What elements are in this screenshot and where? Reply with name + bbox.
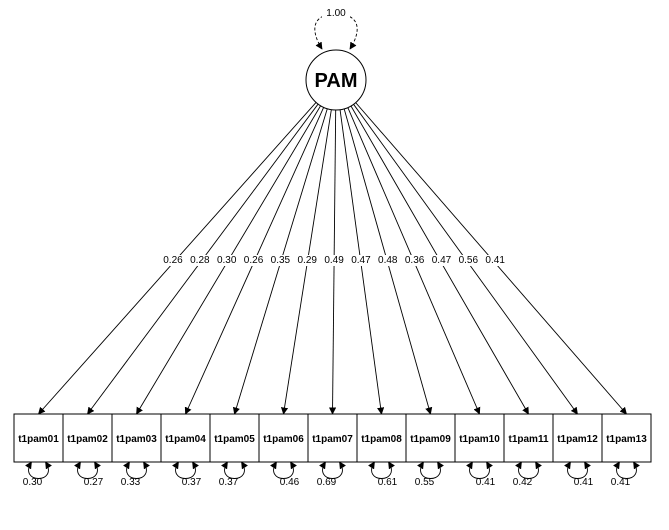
loading-label-bg	[242, 255, 265, 266]
residual-variance-loop	[563, 461, 592, 479]
residual-variance-label: 0.41	[476, 477, 496, 488]
indicator-label: t1pam07	[312, 434, 353, 445]
residual-variance-label: 0.30	[23, 477, 43, 488]
loading-label-bg	[349, 255, 372, 266]
residual-variance-loop	[220, 461, 249, 479]
loading-label: 0.47	[432, 255, 452, 266]
residual-variance-label: 0.46	[280, 477, 300, 488]
loading-label-bg	[296, 255, 319, 266]
loading-label: 0.48	[378, 255, 398, 266]
loading-label: 0.26	[163, 255, 183, 266]
indicator-label: t1pam06	[263, 434, 304, 445]
residual-variance-loop	[73, 461, 102, 479]
loading-label-bg	[403, 255, 426, 266]
indicator-label: t1pam01	[18, 434, 59, 445]
residual-variance-loop	[318, 461, 347, 479]
residual-variance-loop	[269, 461, 298, 479]
latent-variance-label: 1.00	[326, 8, 346, 19]
residual-variance-loop	[416, 461, 445, 479]
residual-variance-label: 0.37	[219, 477, 239, 488]
indicator-box	[356, 413, 407, 463]
indicator-label: t1pam13	[606, 434, 647, 445]
residual-variance-loop	[122, 461, 151, 479]
loading-label: 0.30	[217, 255, 237, 266]
loading-label-bg	[188, 255, 211, 266]
loading-label: 0.28	[190, 255, 210, 266]
residual-variance-label: 0.61	[378, 477, 398, 488]
indicator-box	[111, 413, 162, 463]
indicator-label: t1pam04	[165, 434, 206, 445]
residual-variance-label: 0.55	[415, 477, 435, 488]
indicator-box	[503, 413, 554, 463]
indicator-label: t1pam08	[361, 434, 402, 445]
residual-variance-label: 0.41	[611, 477, 631, 488]
loading-label: 0.29	[298, 255, 318, 266]
residual-variance-loop	[367, 461, 396, 479]
latent-label: PAM	[315, 70, 358, 92]
latent-node	[305, 49, 367, 111]
loading-label: 0.41	[485, 255, 505, 266]
indicator-label: t1pam05	[214, 434, 255, 445]
indicator-label: t1pam03	[116, 434, 157, 445]
indicator-box	[62, 413, 113, 463]
loading-label-bg	[161, 255, 184, 266]
residual-variance-label: 0.69	[317, 477, 337, 488]
loading-label-bg	[430, 255, 453, 266]
loading-label-bg	[323, 255, 346, 266]
loading-label: 0.56	[459, 255, 479, 266]
indicator-box	[160, 413, 211, 463]
indicator-label: t1pam02	[67, 434, 108, 445]
indicator-label: t1pam10	[459, 434, 500, 445]
residual-variance-label: 0.33	[121, 477, 141, 488]
indicator-label: t1pam11	[508, 434, 548, 445]
residual-variance-loop	[465, 461, 494, 479]
residual-variance-loop	[171, 461, 200, 479]
residual-variance-loop	[514, 461, 543, 479]
indicator-label: t1pam12	[557, 434, 598, 445]
loading-label: 0.36	[405, 255, 425, 266]
loading-label-bg	[269, 255, 292, 266]
loading-label: 0.26	[244, 255, 264, 266]
loading-label: 0.35	[271, 255, 291, 266]
loading-label-bg	[484, 255, 507, 266]
loading-label-bg	[457, 255, 480, 266]
residual-variance-label: 0.27	[84, 477, 104, 488]
residual-variance-loop	[24, 461, 53, 479]
indicator-box	[454, 413, 505, 463]
residual-variance-label: 0.41	[574, 477, 594, 488]
loading-label-bg	[215, 255, 238, 266]
residual-variance-label: 0.37	[182, 477, 202, 488]
indicator-box	[601, 413, 652, 463]
loading-label-bg	[376, 255, 399, 266]
loading-label: 0.49	[324, 255, 344, 266]
latent-variance-loop	[314, 13, 358, 50]
loading-label: 0.47	[351, 255, 371, 266]
residual-variance-loop	[612, 461, 641, 479]
residual-variance-label: 0.42	[513, 477, 533, 488]
indicator-label: t1pam09	[410, 434, 451, 445]
